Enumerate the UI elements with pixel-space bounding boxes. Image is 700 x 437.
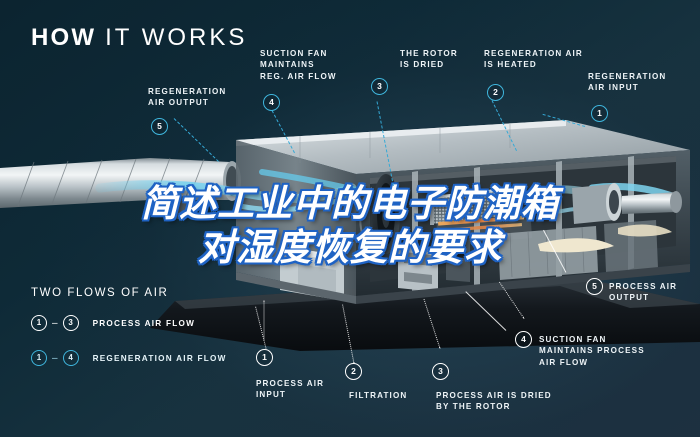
- callout-number-1-regen-input[interactable]: 1: [591, 105, 608, 122]
- callout-label-regeneration-air-input: REGENERATION AIR INPUT: [588, 72, 667, 93]
- callout-number-1-process-input[interactable]: 1: [256, 349, 273, 366]
- legend-label-process-air-flow: PROCESS AIR FLOW: [92, 318, 196, 328]
- callout-number-5-process-output[interactable]: 5: [586, 278, 603, 295]
- callout-number-4-suction-fan-reg[interactable]: 4: [263, 94, 280, 111]
- fan-housing: [572, 183, 682, 224]
- callout-label-regeneration-air-output: REGENERATION AIR OUTPUT: [148, 87, 227, 108]
- leader-line-legend-1: [263, 300, 265, 341]
- callout-label-suction-fan-reg-air-flow: SUCTION FAN MAINTAINS REG. AIR FLOW: [260, 49, 337, 81]
- callout-label-process-air-input: PROCESS AIR INPUT: [256, 379, 325, 400]
- legend-circle-1-process: 1: [31, 315, 47, 331]
- callout-label-process-air-dried-by-rotor: PROCESS AIR IS DRIED BY THE ROTOR: [436, 391, 552, 412]
- legend-dash-regeneration: –: [52, 352, 58, 364]
- legend-circle-4-regeneration: 4: [62, 350, 79, 366]
- rotor: [359, 174, 400, 254]
- callout-label-process-air-output: PROCESS AIR OUTPUT: [609, 282, 678, 303]
- dehumidifier-cutaway-illustration: [0, 120, 700, 351]
- legend-dash-process: –: [52, 317, 58, 329]
- legend-row-regeneration-air-flow: 1 – 4 REGENERATION AIR FLOW: [31, 350, 227, 366]
- deflectors: [538, 224, 672, 253]
- callout-number-2-filtration[interactable]: 2: [345, 363, 362, 380]
- page-title: HOW IT WORKS: [31, 26, 247, 50]
- callout-number-4-suction-fan-process[interactable]: 4: [515, 331, 532, 348]
- legend-circle-1-regeneration: 1: [31, 350, 47, 366]
- page-title-bold: HOW: [31, 24, 97, 51]
- callout-number-3-process-dried[interactable]: 3: [432, 363, 449, 380]
- callout-label-filtration: FILTRATION: [349, 391, 408, 400]
- callout-number-5-regen-output[interactable]: 5: [151, 118, 168, 135]
- page-title-thin: IT WORKS: [105, 24, 248, 51]
- legend-row-process-air-flow: 1 – 3 PROCESS AIR FLOW: [31, 315, 195, 331]
- legend-title: TWO FLOWS OF AIR: [31, 287, 169, 299]
- legend-label-regeneration-air-flow: REGENERATION AIR FLOW: [92, 353, 227, 363]
- callout-label-suction-fan-process-air-flow: SUCTION FAN MAINTAINS PROCESS AIR FLOW: [539, 335, 645, 367]
- callout-label-the-rotor-is-dried: THE ROTOR IS DRIED: [400, 49, 458, 70]
- filter-panel: [430, 188, 506, 225]
- callout-number-3-rotor-dried[interactable]: 3: [371, 78, 388, 95]
- callout-number-2-regen-heated[interactable]: 2: [487, 84, 504, 101]
- legend-circle-3-process: 3: [62, 315, 79, 331]
- callout-label-regeneration-air-is-heated: REGENERATION AIR IS HEATED: [484, 49, 583, 70]
